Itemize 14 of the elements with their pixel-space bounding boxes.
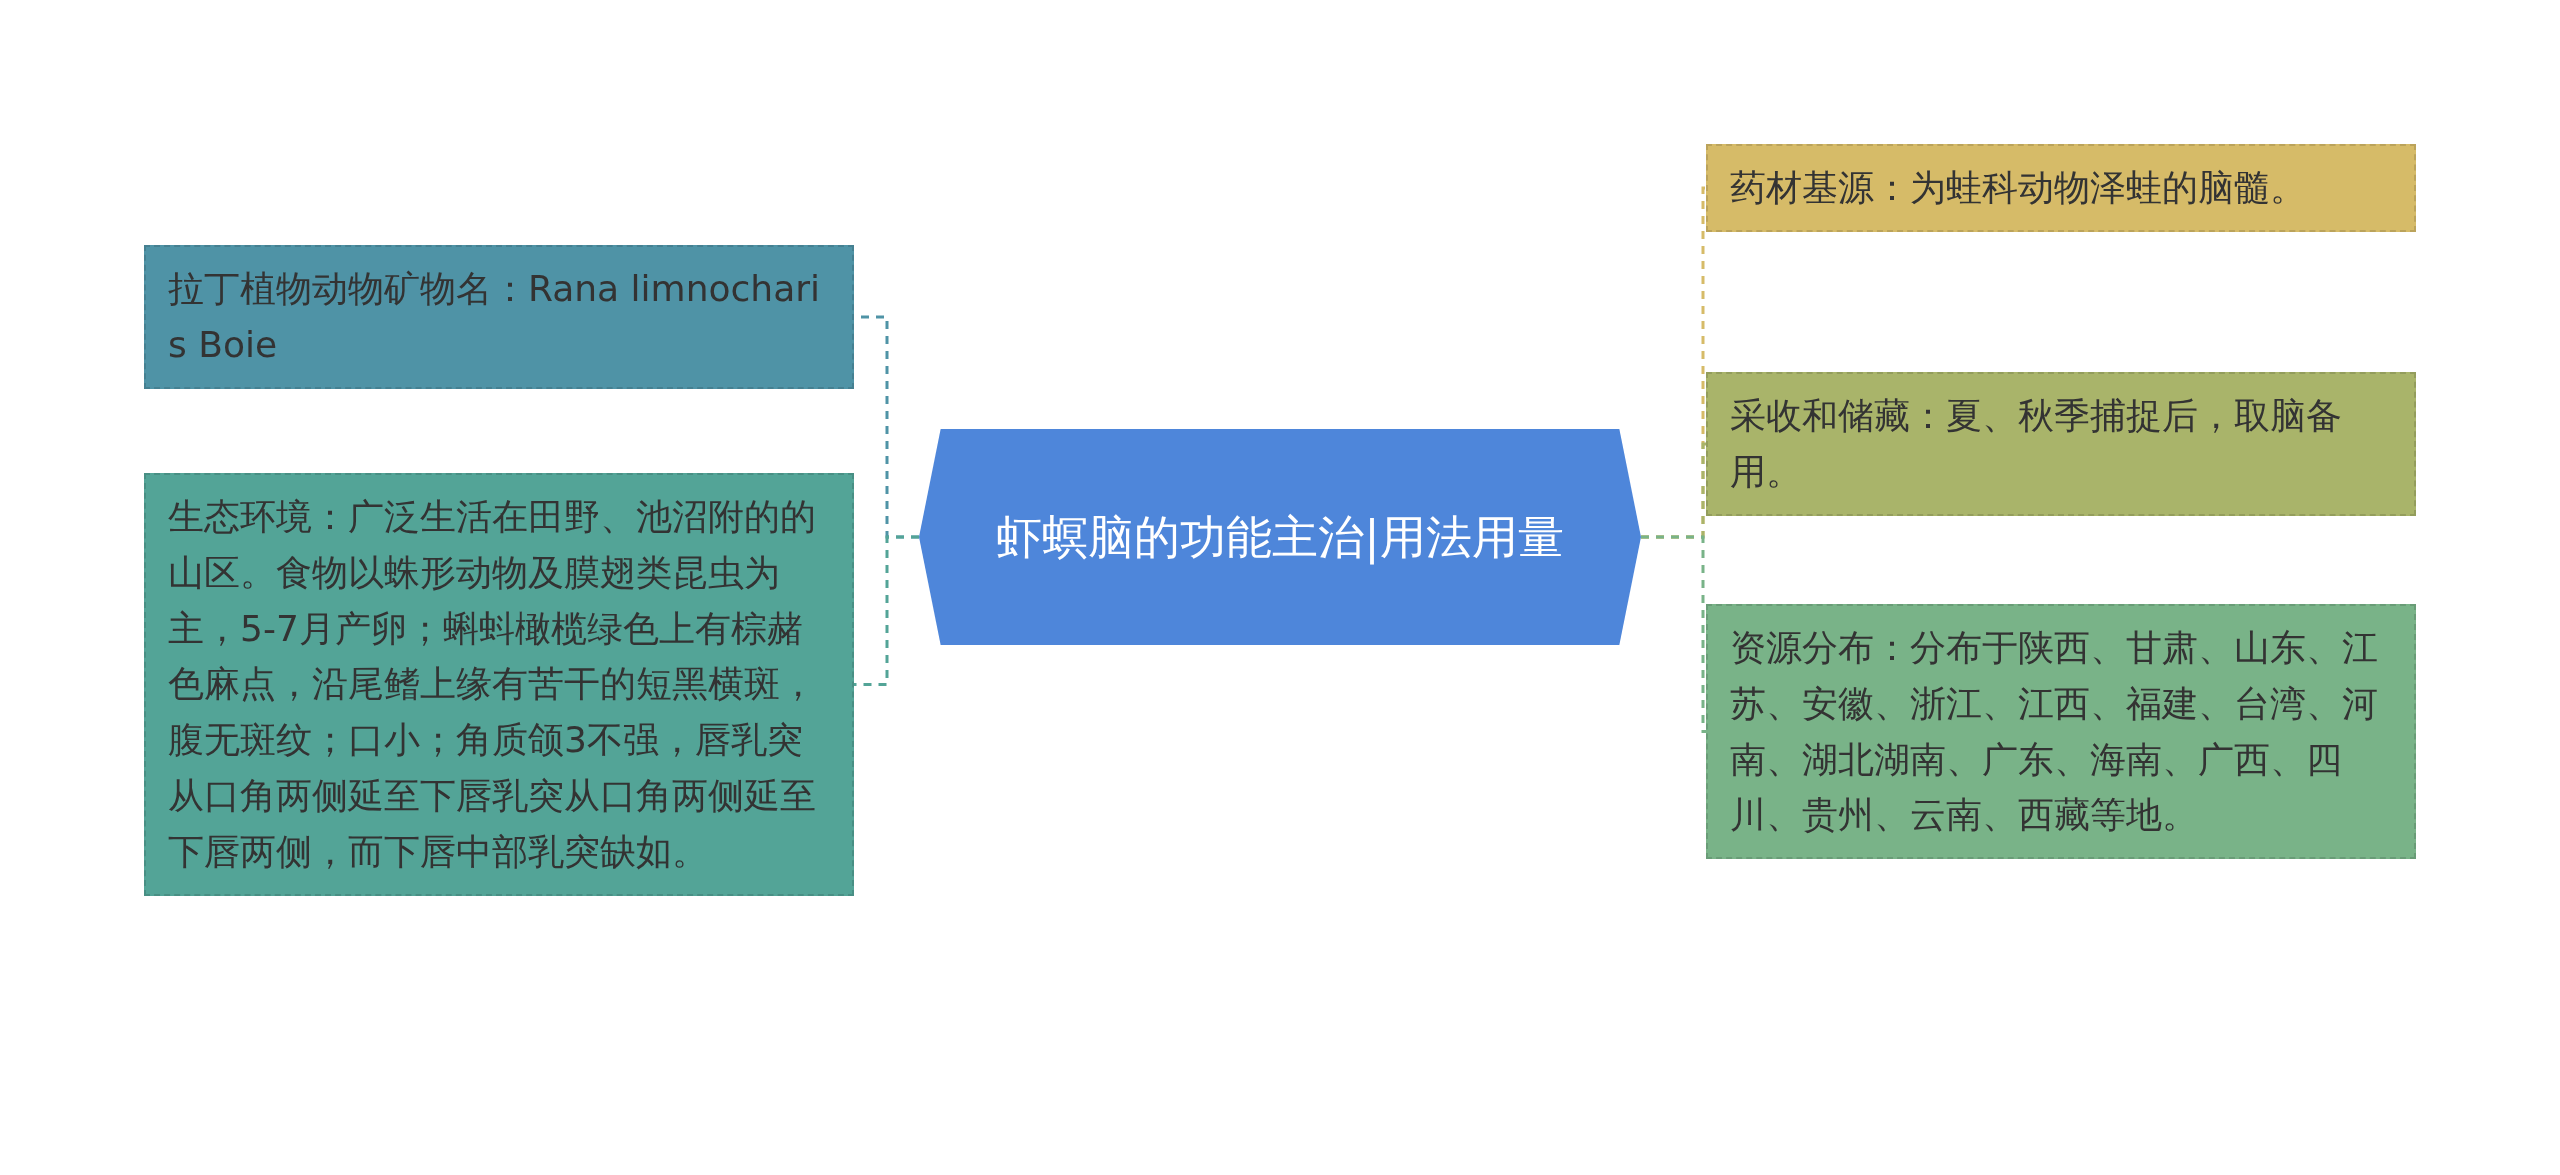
topic-card	[144, 245, 854, 389]
topic-text: 药材基源：为蛙科动物泽蛙的脑髓。	[1730, 167, 2306, 208]
topic-card	[1706, 604, 2416, 860]
connector	[854, 535, 919, 686]
topic-text: 资源分布：分布于陕西、甘肃、山东、江苏、安徽、浙江、江西、福建、台湾、河南、湖北湖南、广东、海南、广西、四川、贵州、云南、西藏等地。	[1730, 627, 2378, 836]
topic-card	[1706, 144, 2416, 232]
connector	[1641, 535, 1706, 733]
topic-text: 拉丁植物动物矿物名：Rana limnocharis Boie	[168, 268, 820, 365]
topic-text: 虾螟脑的功能主治|用法用量	[996, 508, 1564, 567]
topic-text: 采收和储藏：夏、秋季捕捉后，取脑备用。	[1730, 395, 2342, 492]
topic-text: 生态环境：广泛生活在田野、池沼附的的山区。食物以蛛形动物及膜翅类昆虫为主，5-7月产卵；蝌蚪橄榄绿色上有棕赭色麻点，沿尾鳍上缘有苦干的短黑横斑，腹无斑纹；口小；角质颌3不强，唇乳突从口角两侧延至下唇乳突从口角两侧延至下唇两侧，而下唇中部乳突缺如。	[168, 496, 816, 872]
topic-hexagon	[919, 429, 1641, 645]
topic-card	[144, 473, 854, 896]
topic-card	[1706, 372, 2416, 516]
